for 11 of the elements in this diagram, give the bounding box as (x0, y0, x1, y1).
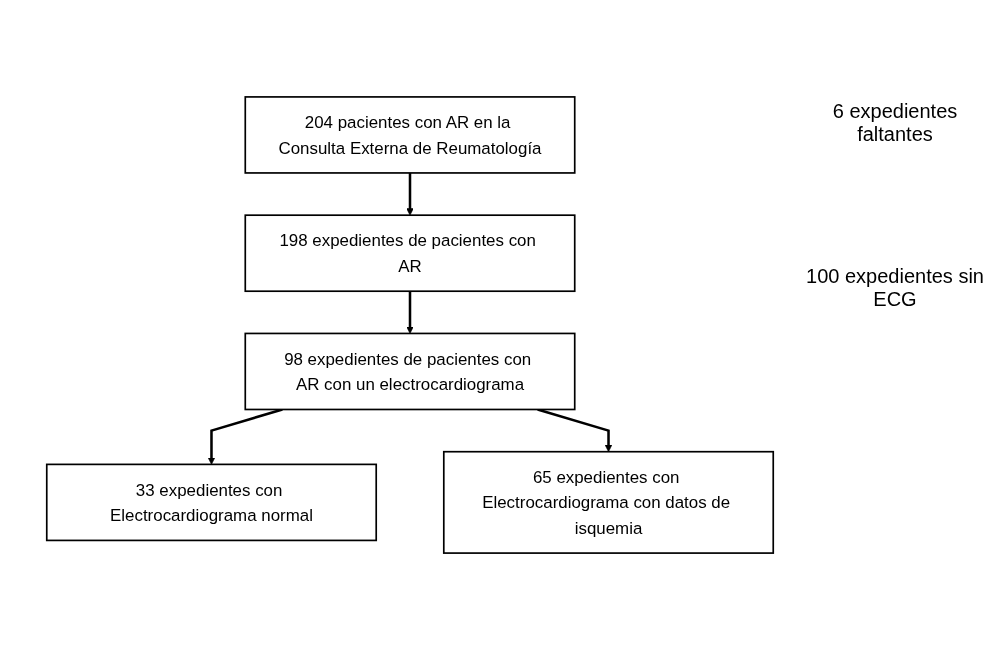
arrow (406, 172, 414, 216)
arrow (207, 408, 283, 465)
arrow (406, 291, 414, 334)
node-box: 65 expedientes con Electrocardiograma con datos de isquemia (442, 450, 775, 554)
side-note: 100 expedientes sin ECG (805, 265, 985, 311)
node-box: 33 expedientes con Electrocardiograma normal (45, 463, 378, 542)
node-box: 198 expedientes de pacientes con AR (244, 214, 576, 293)
node-box: 204 pacientes con AR en la Consulta Externa de Reumatología (244, 96, 576, 174)
side-note: 6 expedientes faltantes (831, 100, 959, 146)
node-box: 98 expedientes de pacientes con AR con un electrocardiograma (244, 332, 576, 411)
arrow (537, 408, 613, 453)
